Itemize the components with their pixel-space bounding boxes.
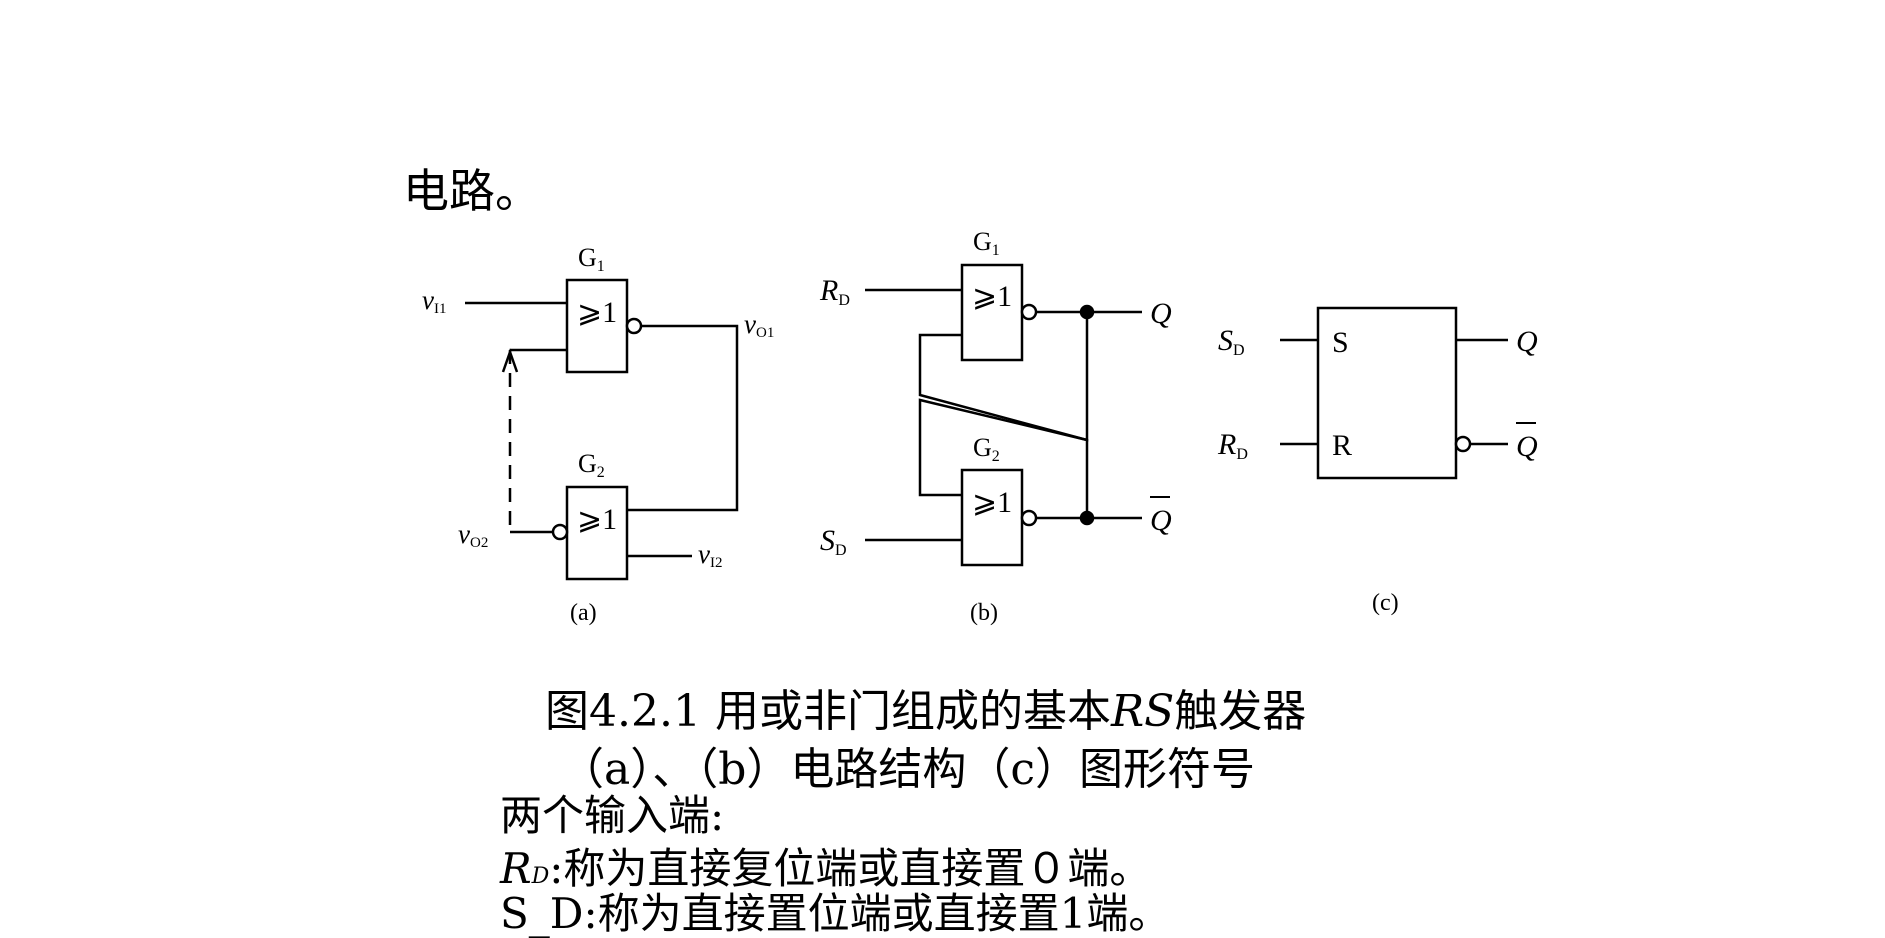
panel-c-pin-r: R	[1332, 429, 1352, 462]
panel-c-flipflop-box	[1316, 306, 1458, 480]
panel-b-label-sd: SD	[820, 524, 847, 559]
panel-a-caption: (a)	[570, 600, 597, 626]
panel-b-g2-symbol: ⩾1	[972, 486, 1012, 519]
panel-c-label-rd: RD	[1217, 428, 1248, 463]
panel-a-label-vo1: vO1	[744, 309, 774, 341]
panel-c-label-q: Q	[1516, 325, 1538, 358]
panel-c-caption: (c)	[1372, 590, 1399, 616]
panel-c: SD RD S R Q Q (c)	[1217, 306, 1538, 616]
panel-b: ⩾1 ⩾1 G1 G2 RD SD Q Q (b)	[819, 227, 1172, 626]
panel-a-label-vi2: vI2	[698, 539, 722, 571]
panel-a-label-vi1: vI1	[422, 285, 446, 317]
panel-b-caption: (b)	[970, 600, 998, 626]
panel-a: ⩾1 ⩾1 G1 G2 vI1 vO1 vO2 vI2 (a)	[422, 243, 774, 626]
rd-description: RD:称为直接复位端或直接置０端。	[500, 844, 1152, 893]
panel-b-g2-label: G2	[973, 433, 1000, 465]
panel-a-wire-feedback-right	[627, 324, 739, 512]
panel-c-label-sd: SD	[1218, 324, 1245, 359]
panel-b-label-q: Q	[1150, 297, 1172, 330]
panel-b-wire-q-to-g2	[918, 312, 1089, 497]
panel-a-g1-inverter-bubble	[625, 317, 643, 335]
panel-b-junction-q	[1079, 304, 1095, 320]
panel-a-g2-label: G2	[578, 449, 605, 481]
panel-b-g2-inverter-bubble	[1020, 509, 1038, 527]
figure-caption-line2: （a）、（b）电路结构（c）图形符号	[560, 744, 1256, 795]
panel-a-g1-label: G1	[578, 243, 605, 275]
inputs-heading: 两个输入端:	[500, 791, 725, 840]
sd-description-partial: S_D:称为直接置位端或直接置1端。	[500, 889, 1171, 938]
panel-c-label-qbar: Q	[1516, 430, 1538, 463]
panel-a-g2-symbol: ⩾1	[577, 503, 617, 536]
rs-flip-flop-figure: ⩾1 ⩾1 G1 G2 vI1 vO1 vO2 vI2 (a) ⩾1 ⩾1 G1	[422, 227, 1538, 626]
panel-a-label-vo2: vO2	[458, 519, 488, 551]
panel-b-g1-symbol: ⩾1	[972, 280, 1012, 313]
intro-text: 电路。	[403, 164, 541, 218]
figure-caption-line1: 图4.2.1 用或非门组成的基本RS触发器	[545, 686, 1307, 737]
panel-a-g1-symbol: ⩾1	[577, 296, 617, 329]
panel-c-qbar-inverter-bubble	[1454, 435, 1472, 453]
panel-a-g2-inverter-bubble	[551, 523, 569, 541]
panel-b-g1-label: G1	[973, 227, 1000, 259]
panel-a-arrowhead	[501, 348, 519, 373]
panel-b-wire-qbar-to-g1	[918, 333, 1089, 518]
panel-b-junction-qbar	[1079, 510, 1095, 526]
panel-b-label-qbar: Q	[1150, 504, 1172, 537]
panel-b-g1-inverter-bubble	[1020, 303, 1038, 321]
panel-c-pin-s: S	[1332, 326, 1349, 359]
panel-b-label-rd: RD	[819, 274, 850, 309]
